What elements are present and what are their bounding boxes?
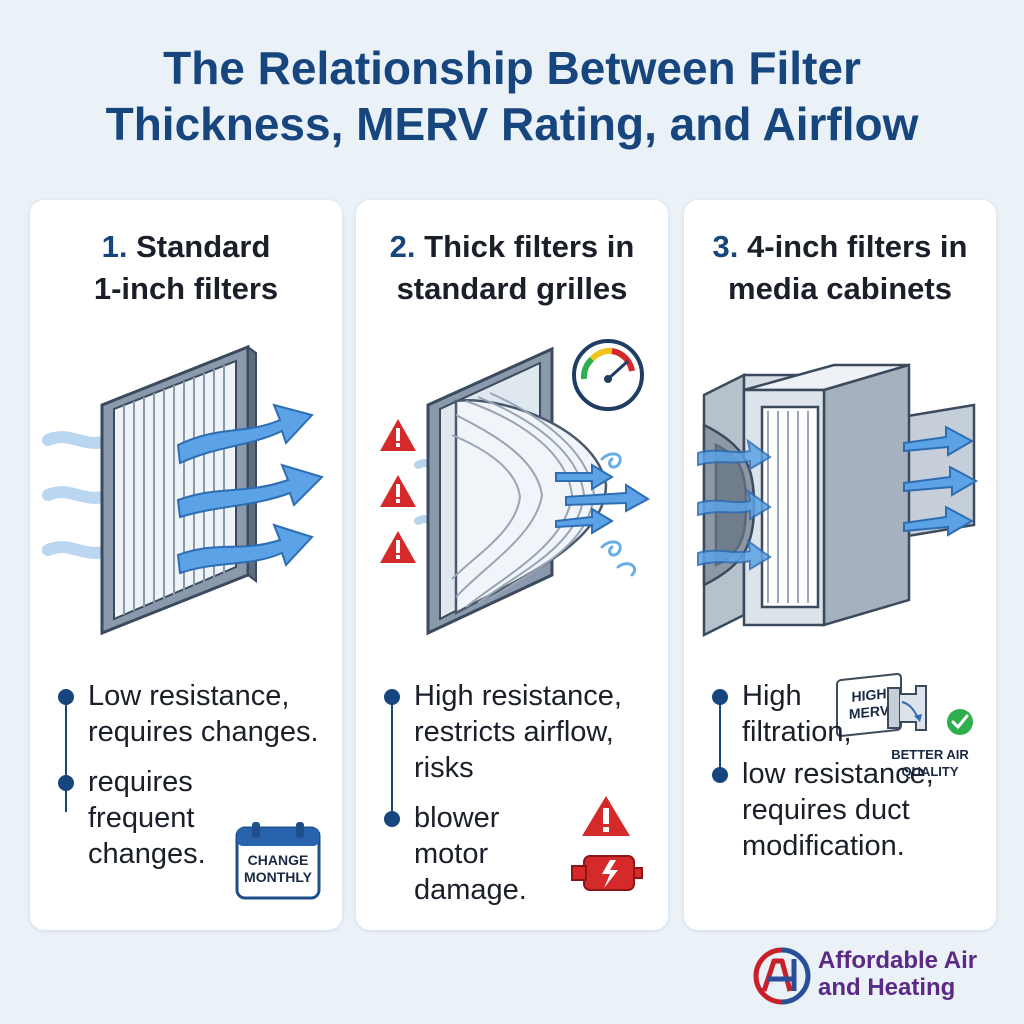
- card-2-heading: 2. Thick filters in standard grilles: [356, 226, 668, 310]
- card-3-heading-line-1: 4-inch filters in: [747, 229, 968, 264]
- card-3-heading-line-2: media cabinets: [728, 271, 952, 306]
- logo-mark-icon: [753, 947, 811, 1005]
- company-logo: Affordable Air and Heating: [750, 945, 1010, 1005]
- bulging-filter-icon: [426, 346, 608, 636]
- bullet-connector-line: [391, 692, 393, 812]
- thick-filter-illustration: [380, 339, 650, 636]
- card-3-bullet-2: low resistance, requires duct modificati…: [712, 756, 962, 864]
- warning-icon: [380, 531, 416, 563]
- card-2-bullet-2: blower motor damage.: [384, 800, 544, 908]
- card-1-number: 1.: [101, 229, 128, 264]
- duct-icon: [702, 363, 976, 638]
- card-thick-filters: 2. Thick filters in standard grilles: [356, 200, 668, 930]
- bullet-dot: [384, 689, 400, 705]
- bullet-dot: [58, 775, 74, 791]
- card-3-bullets: High filtration, low resistance, require…: [712, 678, 982, 864]
- bullet-connector-line: [65, 692, 67, 812]
- bullet-connector-line: [719, 692, 721, 770]
- card-1-bullet-2: requires frequent changes.: [58, 764, 238, 872]
- card-2-heading-line-2: standard grilles: [396, 271, 628, 306]
- card-1-bullets: Low resistance, requires changes. requir…: [58, 678, 328, 872]
- card-1-heading: 1. Standard 1-inch filters: [30, 226, 342, 310]
- airflow-arrows: [697, 425, 979, 571]
- media-cabinet-illustration: [697, 363, 979, 638]
- page-title: The Relationship Between Filter Thicknes…: [0, 40, 1024, 152]
- card-2-heading-line-1: Thick filters in: [424, 229, 635, 264]
- calendar-badge-text: CHANGE MONTHLY: [244, 852, 312, 885]
- card-media-cabinets: 3. 4-inch filters in media cabinets: [684, 200, 996, 930]
- card-1-heading-line-2: 1-inch filters: [93, 271, 279, 306]
- restricted-airflow-arrows: [555, 463, 650, 535]
- card-standard-filters: 1. Standard 1-inch filters: [30, 200, 342, 930]
- card-1-bullet-1: Low resistance, requires changes.: [58, 678, 328, 750]
- title-line-2: Thickness, MERV Rating, and Airflow: [105, 98, 919, 150]
- standard-filter-illustration: [42, 344, 324, 636]
- calendar-icon: CHANGE MONTHLY: [234, 820, 322, 902]
- bullet-dot: [384, 811, 400, 827]
- motor-icon: [571, 796, 643, 891]
- duct-check-icon: [887, 685, 973, 735]
- title-line-1: The Relationship Between Filter: [163, 42, 861, 94]
- turbulence-swirls: [600, 452, 637, 577]
- bullet-dot: [712, 767, 728, 783]
- card-2-number: 2.: [389, 229, 416, 264]
- better-air-badge: BETTER AIR QUALITY: [880, 680, 990, 780]
- card-3-number: 3.: [712, 229, 739, 264]
- logo-text: Affordable Air and Heating: [818, 947, 978, 1001]
- card-2-bullets: High resistance, restricts airflow, risk…: [384, 678, 654, 908]
- card-1-heading-line-1: Standard: [136, 229, 271, 264]
- card-3-heading: 3. 4-inch filters in media cabinets: [684, 226, 996, 310]
- warning-icon: [380, 419, 416, 451]
- card-3-bullet-1: High filtration,: [712, 678, 852, 750]
- better-air-text: BETTER AIR QUALITY: [891, 747, 969, 779]
- gauge-icon: [572, 339, 644, 411]
- warning-icon: [380, 475, 416, 507]
- bullet-dot: [58, 689, 74, 705]
- bullet-dot: [712, 689, 728, 705]
- airflow-arrows: [176, 403, 324, 575]
- card-2-bullet-1: High resistance, restricts airflow, risk…: [384, 678, 654, 786]
